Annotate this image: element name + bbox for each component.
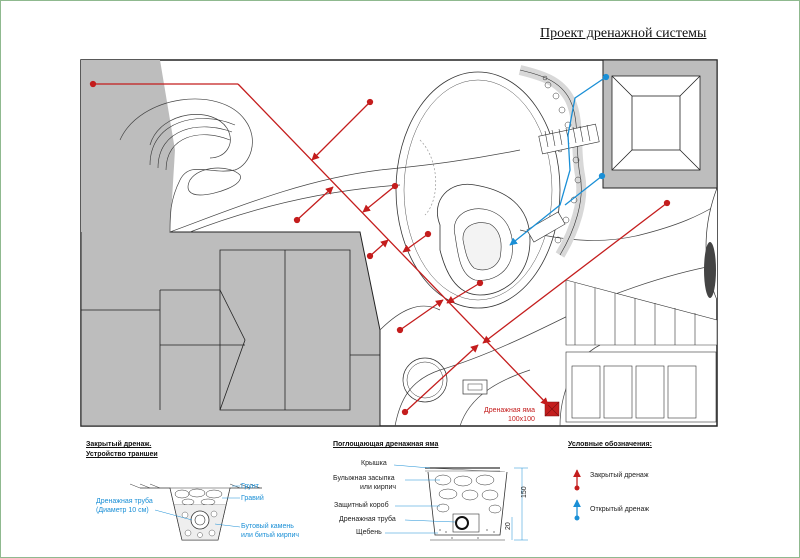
section2-title: Поглощающая дренажная яма bbox=[333, 441, 439, 448]
drawing-title: Проект дренажной системы bbox=[540, 26, 707, 41]
round-pool bbox=[402, 357, 448, 403]
section1-title-2: Устройство траншеи bbox=[86, 451, 158, 458]
legend-title: Условные обозначения: bbox=[568, 441, 652, 448]
oval-lawn bbox=[395, 71, 561, 309]
absorption-pit-drawing bbox=[385, 464, 528, 541]
label-fill-2: или кирпич bbox=[360, 484, 397, 491]
label-pipe-1: Дренажная труба bbox=[96, 498, 153, 505]
label-pipe-2: (Диаметр 10 см) bbox=[96, 507, 149, 514]
label-lid: Крышка bbox=[361, 460, 387, 467]
vegetable-beds bbox=[565, 279, 718, 423]
label-box: Защитный короб bbox=[334, 502, 389, 509]
legend-arrows bbox=[573, 469, 581, 521]
dim-pipe-offset: 20 bbox=[505, 522, 512, 530]
label-stone-1: Бутовый камень bbox=[241, 523, 294, 530]
footbridges bbox=[526, 123, 600, 243]
label-gravel: Гравий bbox=[241, 495, 264, 502]
garden-paths bbox=[119, 98, 718, 427]
trench-section-drawing bbox=[129, 483, 262, 541]
legend-open-drain: Открытый дренаж bbox=[590, 506, 650, 513]
pit-label-size: 100x100 bbox=[508, 416, 535, 423]
label-crushed-stone: Щебень bbox=[356, 529, 382, 536]
legend-closed-drain: Закрытый дренаж bbox=[590, 472, 649, 479]
pond bbox=[437, 183, 531, 296]
label-pit-pipe: Дренажная труба bbox=[339, 516, 396, 523]
house-roof-lines bbox=[81, 249, 380, 411]
label-fill-1: Булыжная засыпка bbox=[333, 475, 395, 482]
section1-title-1: Закрытый дренаж. bbox=[86, 441, 152, 448]
label-stone-2: или битый кирпич bbox=[241, 532, 300, 539]
right-bed bbox=[704, 242, 716, 298]
dim-height: 150 bbox=[521, 486, 528, 498]
pit-label-name: Дренажная яма bbox=[484, 407, 535, 414]
round-terrace bbox=[149, 118, 236, 171]
label-soil: Грунт bbox=[241, 483, 259, 490]
closed-drainage-lines bbox=[89, 80, 671, 416]
open-drainage-lines bbox=[509, 73, 610, 246]
